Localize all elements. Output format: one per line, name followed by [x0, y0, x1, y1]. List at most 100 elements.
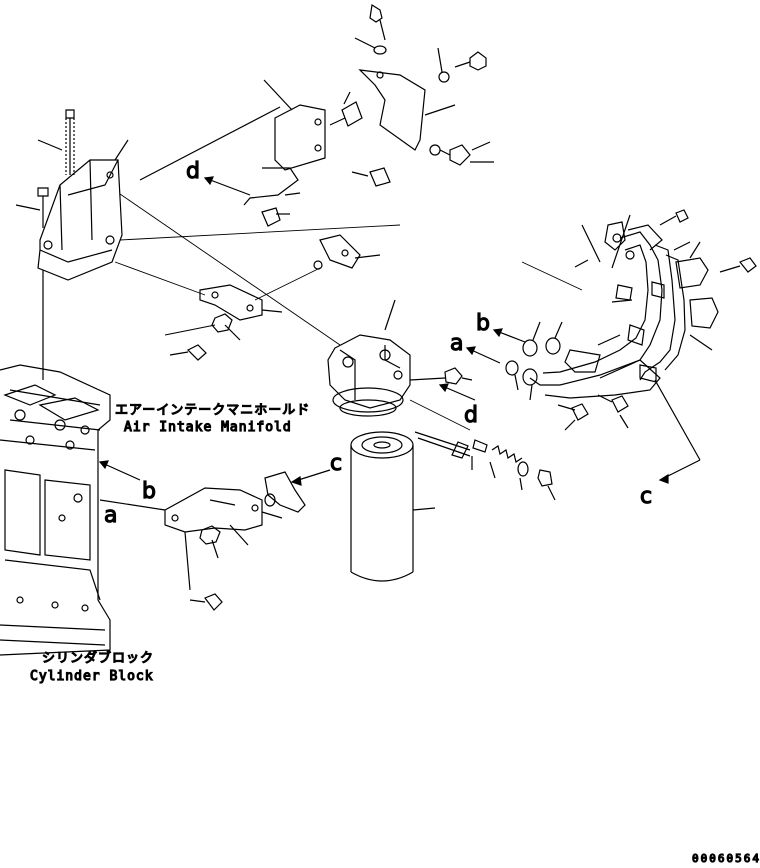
leader-line — [581, 224, 601, 263]
ref-letter-a: a — [104, 503, 117, 528]
bolt-lower — [189, 593, 223, 611]
leader-line — [261, 309, 283, 313]
drawing-number: 00060564 — [692, 852, 760, 865]
clamp — [689, 297, 719, 329]
ref-letter-b: b — [476, 311, 490, 336]
leader-line — [37, 139, 63, 151]
bolt-pipe-lower — [557, 403, 589, 421]
leader-line — [514, 374, 519, 391]
bolt-pipe-lower — [597, 394, 629, 413]
leader-line — [611, 299, 633, 303]
long-bolt — [65, 109, 75, 175]
cylinder-block — [0, 364, 111, 656]
leader-line — [184, 531, 191, 591]
small-bolt-left-bracket — [261, 207, 290, 227]
leader-line — [564, 419, 576, 431]
filter-head-bolt — [409, 367, 463, 385]
leader-line — [263, 79, 293, 111]
left-mounting-bracket — [37, 159, 123, 281]
leader-line — [261, 511, 283, 519]
leader-line — [114, 139, 129, 161]
nut-top — [354, 37, 387, 55]
leader-line — [554, 321, 563, 339]
leader-line — [354, 254, 381, 259]
leader-line — [119, 193, 341, 346]
cylinder-block-label-en: Cylinder Block — [30, 669, 154, 684]
washer-bolt-right — [429, 144, 471, 166]
leader-line — [114, 261, 206, 296]
leader-line — [164, 324, 216, 336]
upper-bracket — [243, 104, 326, 206]
lower-clip — [264, 471, 306, 513]
o-ring — [522, 368, 538, 386]
cylinder-block-label-jp: シリンダブロック — [42, 650, 154, 666]
leader-line — [99, 499, 166, 511]
manifold-label-jp: エアーインテークマニホールド — [115, 403, 310, 418]
ref-letter-d: d — [186, 159, 200, 184]
nut-lower — [199, 525, 221, 545]
nut-mid — [211, 313, 233, 333]
leader-line — [409, 399, 471, 431]
leader-line — [611, 214, 631, 269]
leader-line — [211, 539, 219, 559]
leader-line — [689, 334, 713, 351]
o-ring — [545, 337, 561, 355]
leader-line — [224, 324, 241, 341]
ref-letter-d: d — [464, 403, 478, 428]
leader-line — [461, 377, 473, 381]
direction-arrow — [465, 346, 501, 364]
leader-line — [139, 106, 281, 181]
plug — [537, 469, 553, 487]
o-ring — [517, 461, 529, 477]
leader-line — [343, 91, 351, 105]
leader-line — [384, 299, 396, 331]
nut-right — [438, 71, 450, 83]
bolt-pipe-right — [719, 257, 757, 273]
ref-letter-b: b — [142, 479, 156, 504]
bolt-top — [369, 4, 386, 41]
leader-line — [424, 104, 456, 116]
bolt-right-top — [454, 51, 487, 71]
direction-arrow — [290, 469, 331, 486]
check-valve-bolt — [414, 431, 471, 459]
washer-small — [313, 260, 323, 270]
bolt-mid-left — [169, 344, 207, 361]
leader-line — [254, 267, 321, 301]
ref-letter-c: c — [640, 484, 652, 509]
leader-line — [529, 384, 533, 401]
direction-arrow — [492, 328, 526, 343]
leader-line — [521, 261, 583, 291]
oil-pipe-assembly — [529, 221, 686, 399]
clamp — [675, 257, 709, 289]
bolt-pipe-top — [659, 209, 689, 226]
leader-line — [15, 204, 41, 211]
leader-line — [597, 334, 621, 346]
leader-line — [689, 241, 701, 259]
direction-arrow — [98, 460, 141, 481]
spin-on-filter — [350, 431, 414, 582]
direction-arrow — [654, 379, 701, 484]
o-ring — [522, 339, 538, 357]
mid-bracket — [199, 284, 263, 321]
short-bolt-left — [37, 187, 49, 228]
bolt-mid — [329, 101, 363, 127]
angle-bracket — [358, 69, 426, 151]
direction-arrow — [203, 176, 251, 196]
spring — [472, 439, 523, 463]
leader-line — [532, 321, 541, 341]
leader-line — [519, 477, 523, 491]
leader-line — [284, 192, 301, 196]
leader-line — [489, 461, 496, 479]
clip-bracket — [319, 234, 361, 269]
leader-line — [619, 414, 629, 429]
leader-line — [471, 141, 491, 151]
leader-line — [119, 224, 401, 241]
leader-line — [574, 259, 589, 268]
filter-head — [327, 334, 411, 417]
direction-arrow — [438, 383, 476, 401]
manifold-label-en: Air Intake Manifold — [124, 420, 292, 435]
leader-line — [412, 507, 436, 511]
leader-line — [437, 47, 443, 73]
leader-line — [547, 485, 556, 501]
ref-letter-c: c — [330, 451, 342, 476]
